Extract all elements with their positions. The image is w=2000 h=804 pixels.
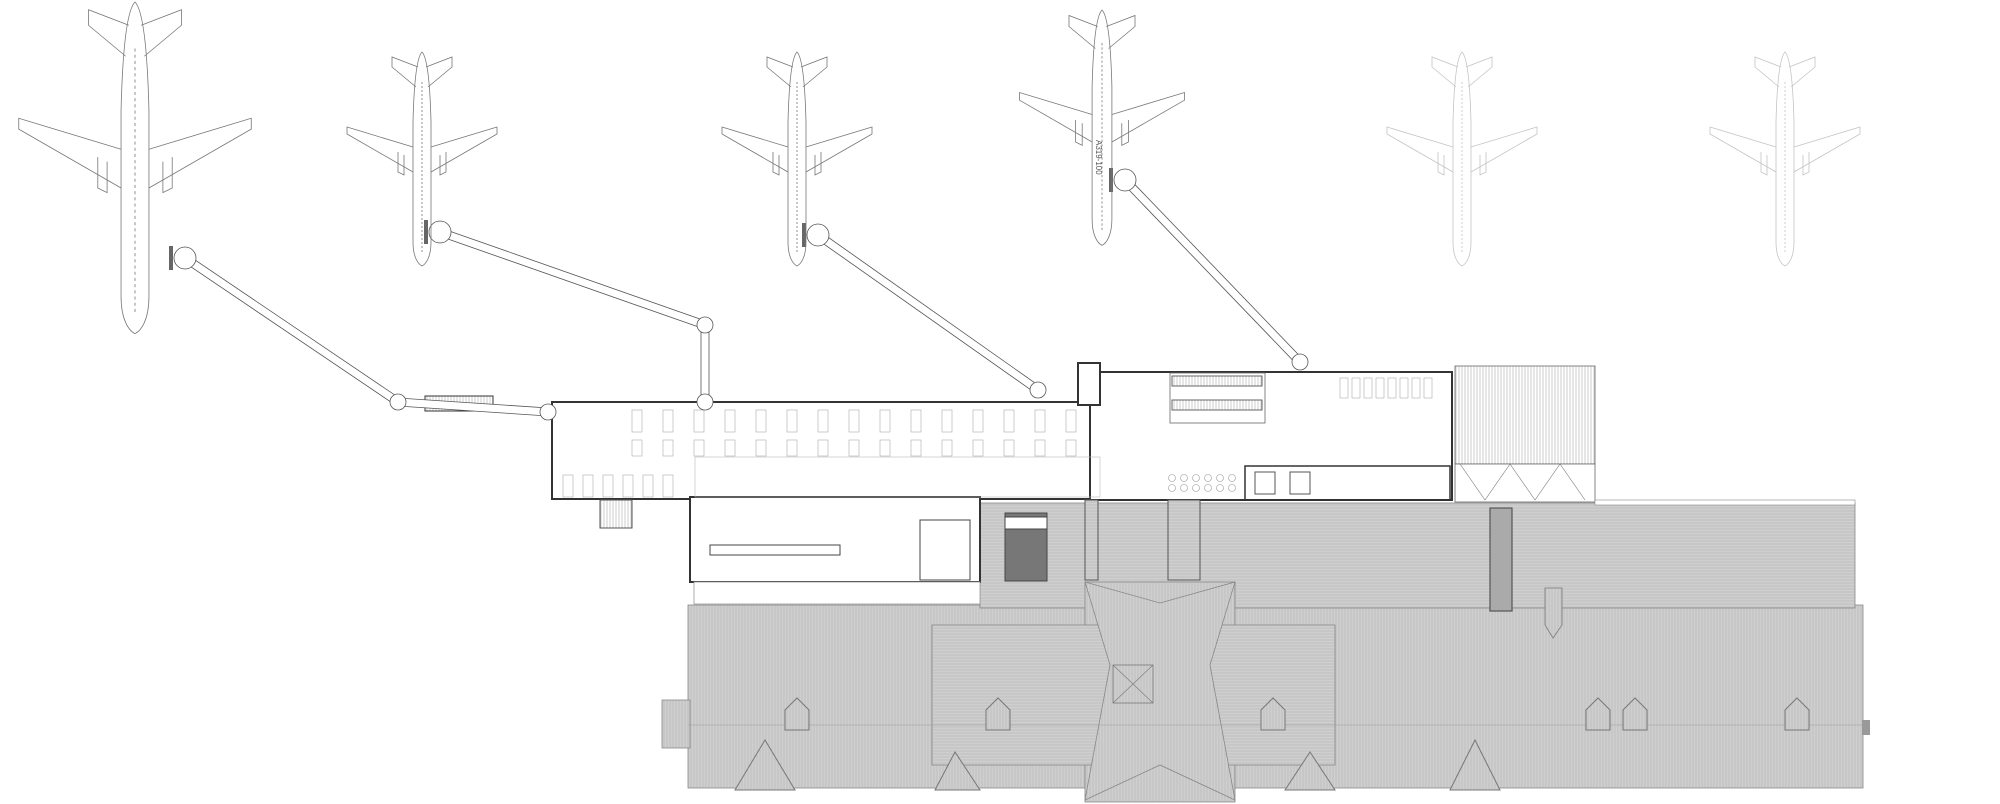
seat-row	[602, 474, 614, 498]
aircraft-1	[18, 1, 252, 335]
seat-row	[1363, 377, 1373, 399]
seat-row	[941, 439, 953, 457]
cafe-table	[1180, 474, 1188, 482]
seat-row	[879, 409, 891, 433]
seat-row	[972, 409, 984, 433]
cafe-table	[1204, 474, 1212, 482]
aircraft-type-label: A319-100	[1094, 140, 1103, 175]
seat-row	[755, 409, 767, 433]
cafe-table	[1192, 484, 1200, 492]
seat-row	[1387, 377, 1397, 399]
seat-row	[1065, 409, 1077, 433]
seat-row	[1003, 439, 1015, 457]
seat-row	[582, 474, 594, 498]
seat-row	[724, 409, 736, 433]
cafe-table	[1216, 474, 1224, 482]
seat-row	[631, 409, 643, 433]
seat-row	[1034, 409, 1046, 433]
seat-row	[1065, 439, 1077, 457]
seat-row	[941, 409, 953, 433]
seat-row	[755, 439, 767, 457]
seat-row	[662, 409, 674, 433]
jet-bridge-4	[1109, 168, 1309, 371]
seat-row	[1423, 377, 1433, 399]
aircraft-2	[346, 51, 498, 267]
roof-dormer	[784, 697, 810, 731]
seat-row	[848, 409, 860, 433]
aircraft-group	[18, 1, 1861, 335]
seat-row	[1034, 439, 1046, 457]
roof-dormer	[1260, 697, 1286, 731]
seat-row	[879, 439, 891, 457]
seat-row	[817, 409, 829, 433]
seat-row	[910, 439, 922, 457]
jet-bridge-2	[424, 220, 714, 411]
seat-row	[662, 439, 674, 457]
seat-row	[631, 439, 643, 457]
terminal-building	[424, 362, 1453, 605]
seat-row	[848, 439, 860, 457]
seat-row	[972, 439, 984, 457]
cafe-table	[1168, 484, 1176, 492]
cafe-table	[1228, 474, 1236, 482]
cafe-table	[1168, 474, 1176, 482]
seat-row	[562, 474, 574, 498]
seat-row	[1351, 377, 1361, 399]
cafe-table	[1192, 474, 1200, 482]
roof-dormer	[985, 697, 1011, 731]
aircraft-5	[1386, 51, 1538, 267]
seat-row	[724, 439, 736, 457]
roof-dormer	[1622, 697, 1648, 731]
jet-bridge-1	[169, 246, 557, 421]
cafe-table	[1228, 484, 1236, 492]
seat-row	[786, 439, 798, 457]
seat-row	[662, 474, 674, 498]
roof-dormer	[1784, 697, 1810, 731]
seat-row	[1003, 409, 1015, 433]
cafe-table	[1204, 484, 1212, 492]
seat-row	[642, 474, 654, 498]
seat-row	[1411, 377, 1421, 399]
seat-row	[1399, 377, 1409, 399]
jet-bridges	[169, 168, 1309, 421]
seat-row	[786, 409, 798, 433]
jet-bridge-3	[802, 223, 1047, 399]
seat-row	[693, 409, 705, 433]
seat-row	[1339, 377, 1349, 399]
seat-row	[693, 439, 705, 457]
seat-row	[622, 474, 634, 498]
roof-dormer	[1585, 697, 1611, 731]
aircraft-4	[1019, 9, 1185, 246]
cafe-table	[1180, 484, 1188, 492]
aircraft-6	[1709, 51, 1861, 267]
cafe-table	[1216, 484, 1224, 492]
canopy-structure	[1454, 365, 1856, 506]
seat-row	[910, 409, 922, 433]
aircraft-3	[721, 51, 873, 267]
terminal-roof	[661, 502, 1870, 803]
seat-row	[1375, 377, 1385, 399]
seat-row	[817, 439, 829, 457]
